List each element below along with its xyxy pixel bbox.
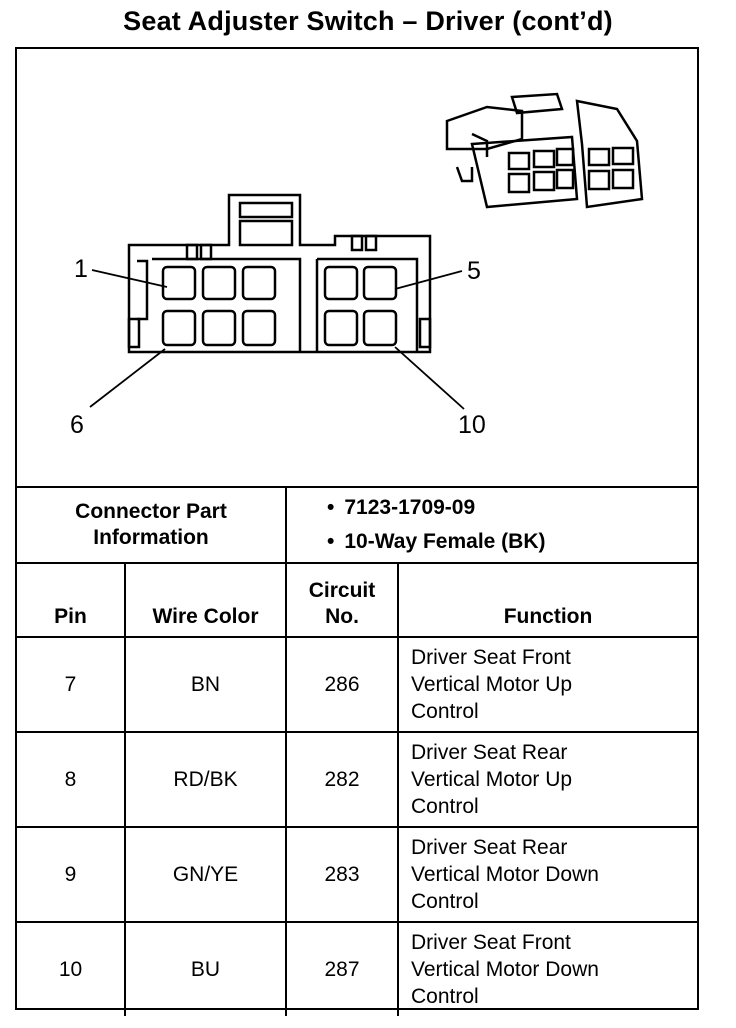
callout-pin-1: 1 xyxy=(74,255,88,283)
pin-cell: 10 xyxy=(17,921,126,1016)
function-line: Driver Seat Front xyxy=(411,646,571,669)
pinout-table: Connector Part Information 7123-1709-09 … xyxy=(17,486,698,1016)
function-line: Control xyxy=(411,890,479,913)
function-line: Vertical Motor Down xyxy=(411,958,599,981)
function-line: Driver Seat Rear xyxy=(411,741,568,764)
function-line: Driver Seat Front xyxy=(411,931,571,954)
connector-part-number: 7123-1709-09 xyxy=(327,491,697,525)
pin-cell: 7 xyxy=(17,636,126,733)
callout-pin-6: 6 xyxy=(70,411,84,439)
function-line: Control xyxy=(411,700,479,723)
page-title: Seat Adjuster Switch – Driver (cont’d) xyxy=(123,6,613,36)
header-pin: Pin xyxy=(17,562,126,638)
connector-type: 10-Way Female (BK) xyxy=(327,525,697,559)
pin-cell: 9 xyxy=(17,826,126,923)
header-wire-color: Wire Color xyxy=(123,562,288,638)
header-circuit: Circuit No. xyxy=(285,562,400,638)
circuit-cell: 287 xyxy=(285,921,400,1016)
function-line: Vertical Motor Up xyxy=(411,673,573,696)
connector-diagram: 1 5 6 10 xyxy=(17,49,697,486)
circuit-cell: 286 xyxy=(285,636,400,733)
connector-info-values: 7123-1709-09 10-Way Female (BK) xyxy=(285,486,698,564)
wire-color-cell: BN xyxy=(123,636,288,733)
wire-color-cell: BU xyxy=(123,921,288,1016)
callout-pin-10: 10 xyxy=(458,411,486,439)
connector-3d-icon xyxy=(445,92,644,209)
connector-face-drawing xyxy=(89,92,644,410)
wire-color-cell: GN/YE xyxy=(123,826,288,923)
callout-pin-5: 5 xyxy=(467,257,481,285)
circuit-cell: 282 xyxy=(285,731,400,828)
table-header-row: Pin Wire Color Circuit No. Function xyxy=(17,562,698,638)
callout-leaders xyxy=(89,269,465,410)
function-line: Control xyxy=(411,985,479,1008)
pin-cell: 8 xyxy=(17,731,126,828)
function-line: Driver Seat Rear xyxy=(411,836,568,859)
connector-frame: 1 5 6 10 Connector Part Information 7123… xyxy=(15,47,699,1016)
circuit-cell: 283 xyxy=(285,826,400,923)
header-function: Function xyxy=(397,562,698,638)
function-line: Control xyxy=(411,795,479,818)
header-circuit-label: Circuit No. xyxy=(308,579,376,628)
function-line: Vertical Motor Up xyxy=(411,768,573,791)
connector-info-row: Connector Part Information 7123-1709-09 … xyxy=(17,486,698,564)
wire-color-cell: RD/BK xyxy=(123,731,288,828)
function-line: Vertical Motor Down xyxy=(411,863,599,886)
connector-info-label: Connector Part Information xyxy=(17,486,288,564)
connector-face xyxy=(127,193,432,354)
